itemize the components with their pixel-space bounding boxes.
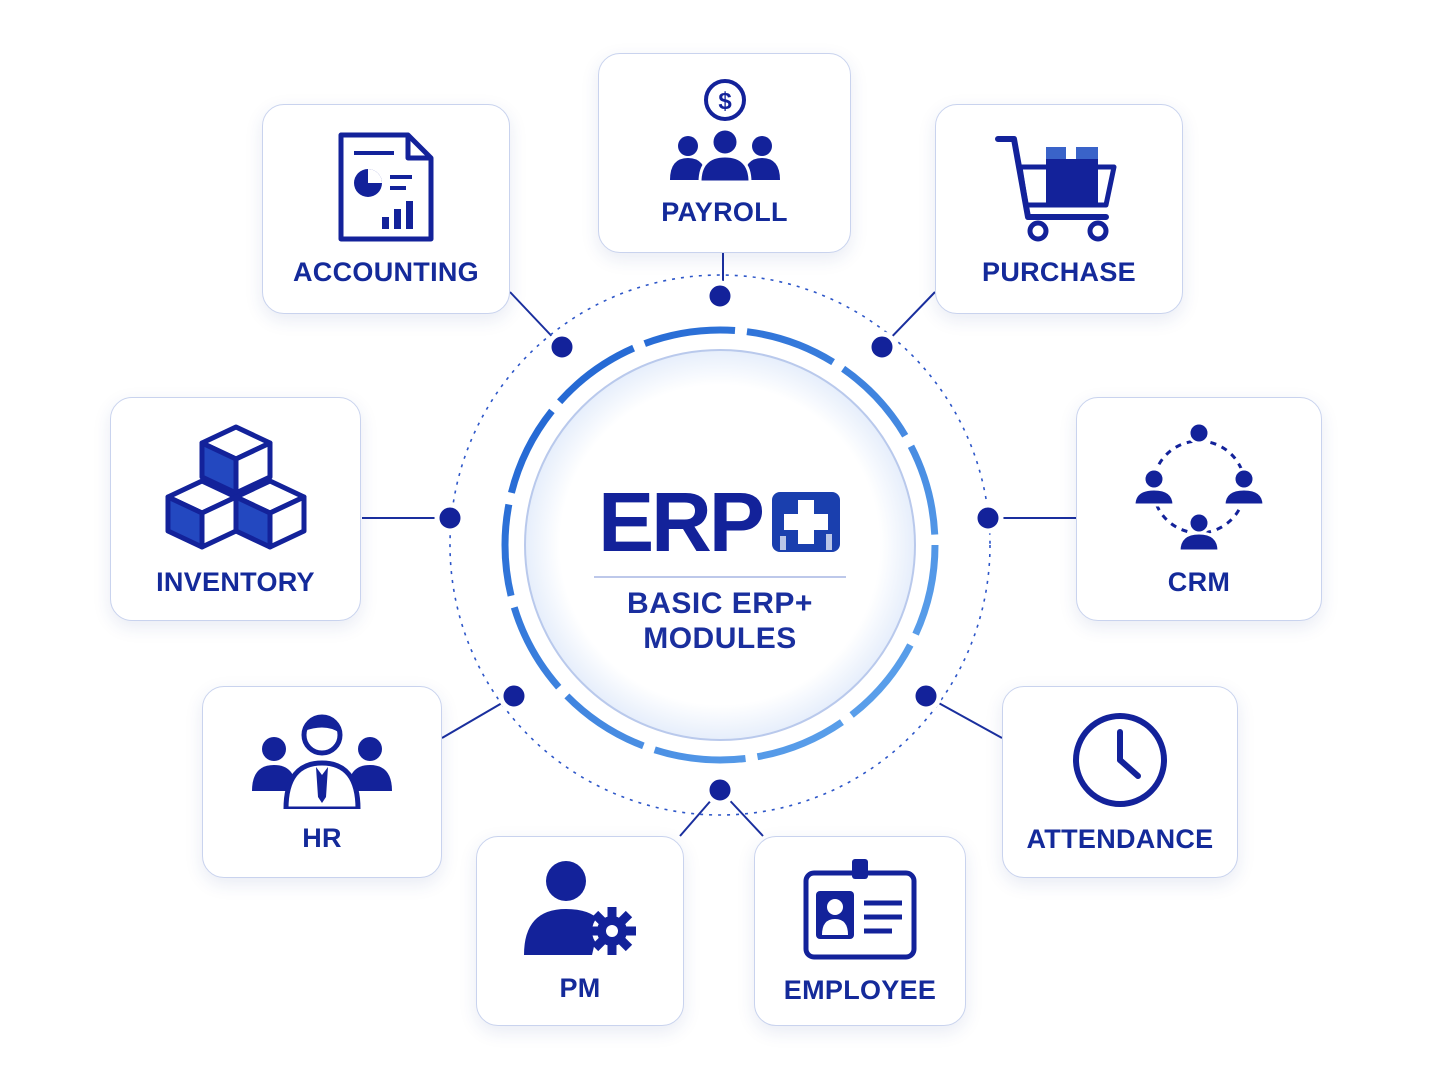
module-label-pm: PM xyxy=(559,972,601,1003)
center-circle xyxy=(524,349,916,741)
node-dot-hr xyxy=(498,680,530,712)
erp-logo: ERP xyxy=(598,480,842,564)
module-label-attendance: ATTENDANCE xyxy=(1026,823,1214,854)
node-dot-attendance xyxy=(910,680,942,712)
module-label-payroll: PAYROLL xyxy=(661,197,788,227)
module-label-purchase: PURCHASE xyxy=(982,256,1136,287)
center-subtitle-line2: MODULES xyxy=(643,622,797,655)
module-card-inventory[interactable]: INVENTORY xyxy=(110,397,361,621)
module-card-purchase[interactable]: PURCHASE xyxy=(935,104,1183,314)
node-dots xyxy=(434,280,1004,806)
module-card-employee[interactable]: EMPLOYEE xyxy=(754,836,966,1026)
erp-plus-logo-icon xyxy=(771,491,840,552)
module-label-inventory: INVENTORY xyxy=(156,566,315,597)
dotted-orbit xyxy=(449,274,991,816)
module-label-employee: EMPLOYEE xyxy=(783,974,937,1005)
crm-network-icon xyxy=(1134,421,1264,552)
module-label-accounting: ACCOUNTING xyxy=(293,256,479,287)
boxes-icon xyxy=(165,424,306,549)
node-dot-payroll xyxy=(704,280,736,312)
module-card-hr[interactable]: HR xyxy=(202,686,442,878)
payroll-icon: $ xyxy=(669,79,780,183)
module-label-hr: HR xyxy=(302,822,342,853)
node-dot-bottom xyxy=(704,774,736,806)
module-card-accounting[interactable]: ACCOUNTING xyxy=(262,104,510,314)
node-dot-crm xyxy=(972,502,1004,534)
team-manager-icon xyxy=(252,714,392,809)
center-panel: ERP BASIC ERP+ MODULES xyxy=(528,398,912,738)
erp-logo-text: ERP xyxy=(598,474,765,569)
shopping-cart-icon xyxy=(995,135,1117,241)
module-card-pm[interactable]: PM xyxy=(476,836,684,1026)
center-subtitle: BASIC ERP+ MODULES xyxy=(627,586,813,657)
user-gear-icon xyxy=(524,860,636,955)
segmented-ring xyxy=(501,326,939,764)
module-label-crm: CRM xyxy=(1167,566,1231,597)
node-dot-accounting xyxy=(546,331,578,363)
module-card-attendance[interactable]: ATTENDANCE xyxy=(1002,686,1238,878)
svg-text:$: $ xyxy=(718,88,732,115)
center-subtitle-line1: BASIC ERP+ xyxy=(627,586,813,620)
node-dot-inventory xyxy=(434,502,466,534)
center-divider xyxy=(594,575,846,578)
connector-lines xyxy=(362,253,1076,837)
id-badge-icon xyxy=(803,858,917,959)
module-card-crm[interactable]: CRM xyxy=(1076,397,1322,621)
module-card-payroll[interactable]: $ PAYROLL xyxy=(598,53,851,253)
accounting-report-icon xyxy=(338,132,434,241)
clock-icon xyxy=(1073,712,1167,807)
node-dot-purchase xyxy=(866,331,898,363)
